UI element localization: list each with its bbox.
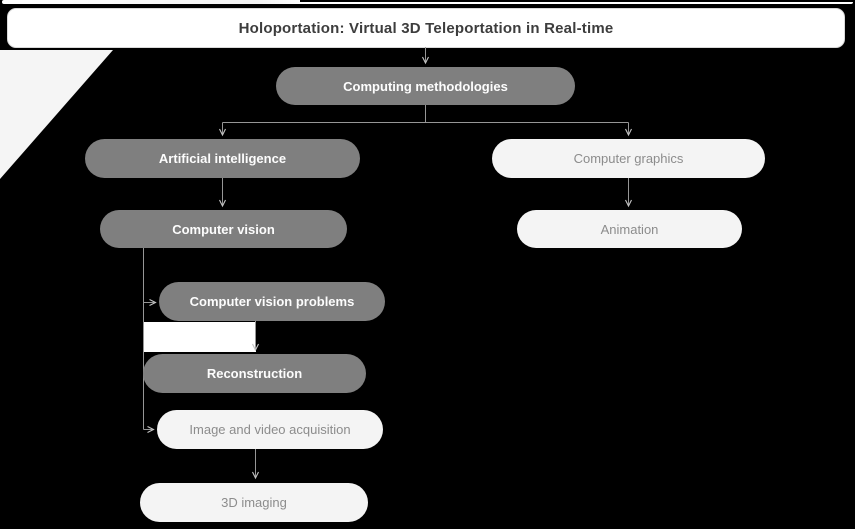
node-artificial-intelligence: Artificial intelligence	[85, 139, 360, 178]
node-computer-vision-problems: Computer vision problems	[159, 282, 385, 321]
node-computer-graphics: Computer graphics	[492, 139, 765, 178]
node-image-and-video-acquisition: Image and video acquisition	[157, 410, 383, 449]
white-block-artifact	[143, 322, 256, 352]
node-label: Reconstruction	[206, 366, 303, 381]
node-label: 3D imaging	[221, 495, 287, 510]
page-edge-shadow	[300, 0, 855, 2]
node-label: Computer graphics	[573, 151, 684, 166]
node-label: Artificial intelligence	[158, 151, 287, 166]
node-label: Animation	[600, 221, 659, 237]
node-label: Computer vision	[172, 221, 275, 237]
node-animation: Animation	[517, 210, 742, 248]
page-edge-strip	[2, 0, 853, 4]
diagram-title: Holoportation: Virtual 3D Teleportation …	[238, 19, 614, 37]
node-reconstruction: Reconstruction	[143, 354, 366, 393]
node-label: Image and video acquisition	[189, 422, 351, 437]
node-computer-vision: Computer vision	[100, 210, 347, 248]
node-label: Computer vision problems	[189, 294, 355, 309]
node-3d-imaging: 3D imaging	[140, 483, 368, 522]
node-computing-methodologies: Computing methodologies	[276, 67, 575, 105]
node-label: Computing methodologies	[343, 78, 508, 94]
